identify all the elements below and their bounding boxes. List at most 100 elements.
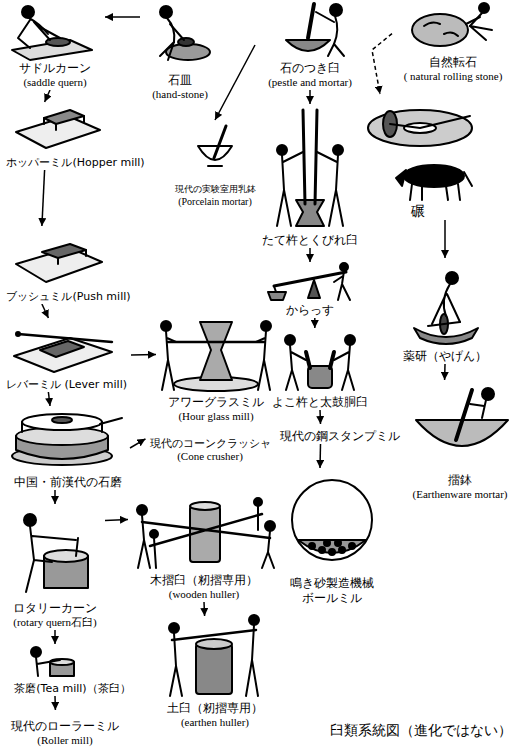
upright-pestle-figure-part xyxy=(296,200,324,226)
tea-mill-figure-part xyxy=(36,657,60,676)
flow-arrow xyxy=(130,439,146,448)
horizontal-pestle-figure-part xyxy=(286,345,306,390)
figure-node: 石のつき臼(pestle and mortar) xyxy=(255,0,365,90)
ball-mill-figure xyxy=(292,480,372,560)
saddle-quern-figure-part xyxy=(18,20,30,48)
flow-arrow xyxy=(309,90,311,104)
hand-stone-figure-part xyxy=(167,18,174,42)
japanese-caption: 土臼（籾摺専用） xyxy=(166,701,264,716)
edge-runner-mill-figure-part xyxy=(410,172,472,200)
treadle-pounder-figure xyxy=(268,263,350,300)
hand-stone-figure-part xyxy=(160,42,174,60)
figure-node: 土臼（籾摺専用）(earthen huller) xyxy=(150,616,280,730)
horizontal-pestle-figure-part xyxy=(330,352,334,368)
figure-node: 現代のコーンクラッシャ(Cone crusher) xyxy=(146,428,275,464)
edge-runner-mill-figure xyxy=(368,110,472,200)
figure-node: よこ杵と太鼓胴臼 xyxy=(268,328,372,410)
figure-node: 鳴き砂製造機械ボールミル xyxy=(282,468,382,606)
horizontal-pestle-figure-part xyxy=(308,366,332,388)
treadle-pounder-figure-part xyxy=(274,272,346,286)
stone-mill-figure-part xyxy=(22,414,102,430)
push-mill-figure-part xyxy=(42,244,86,258)
treadle-pounder-figure-part xyxy=(340,263,348,271)
yagen-figure xyxy=(414,272,478,344)
upright-pestle-figure-part xyxy=(303,110,317,204)
hourglass-mill-figure-part xyxy=(256,331,270,390)
flow-arrow xyxy=(309,248,311,262)
push-mill-figure-part xyxy=(58,250,86,264)
earthen-huller-figure-part xyxy=(172,630,256,640)
figure-node: たて杵とくびれ臼 xyxy=(258,104,362,248)
flow-arrow xyxy=(314,318,316,328)
japanese-caption: 木摺臼（籾摺専用） xyxy=(149,573,259,588)
earthen-huller-figure-part xyxy=(196,644,232,694)
flow-arrow xyxy=(105,16,140,18)
japanese-caption: 現代の鋼スタンプミル xyxy=(279,429,401,444)
flow-arrow xyxy=(131,354,156,356)
ball-mill-figure-part xyxy=(319,547,325,553)
english-caption: (Porcelain mortar) xyxy=(177,196,253,209)
figure-node: 現代の鋼スタンプミル xyxy=(275,424,405,444)
hand-stone-figure xyxy=(160,6,210,60)
pestle-mortar-figure xyxy=(286,4,344,56)
porcelain-mortar-figure-part xyxy=(214,126,226,158)
flow-arrow xyxy=(105,519,128,521)
flow-arrow xyxy=(48,392,50,406)
japanese-caption: 石のつき臼 xyxy=(279,61,341,76)
ball-mill-figure-part xyxy=(309,543,315,549)
figure-node: 石皿(hand-stone) xyxy=(140,2,220,102)
earthen-huller-figure-part xyxy=(170,633,182,696)
japanese-caption: 擂鉢 xyxy=(447,473,473,488)
figure-node: からっす xyxy=(262,262,358,318)
pestle-mortar-figure-part xyxy=(316,12,334,22)
figure-node: 薬研（やげん） xyxy=(395,258,495,364)
flow-arrow xyxy=(319,410,321,424)
english-caption: (pestle and mortar) xyxy=(267,76,353,90)
figure-node: 中国・前漢代の石磨 xyxy=(5,406,130,490)
flow-arrow xyxy=(203,602,205,616)
flow-arrow xyxy=(42,304,49,318)
hourglass-mill-figure-part xyxy=(200,322,232,380)
english-caption: ( natural rolling stone) xyxy=(403,70,504,84)
rolling-stone-figure-part xyxy=(412,14,468,46)
japanese-caption: 自然転石 xyxy=(428,55,478,70)
ball-mill-figure-part xyxy=(292,480,372,560)
lever-mill-figure-part xyxy=(40,341,84,357)
wooden-huller-figure-part xyxy=(254,498,262,506)
japanese-caption: からっす xyxy=(285,303,335,318)
upright-pestle-figure-part xyxy=(333,145,343,155)
saddle-quern-figure-part xyxy=(34,22,60,40)
earthenware-mortar-figure-part xyxy=(470,400,486,418)
wooden-huller-figure-part xyxy=(262,531,274,568)
figure-node: ロタリーカーン(rotary quern石臼) xyxy=(5,504,105,630)
english-caption: (Hour glass mill) xyxy=(177,410,254,424)
porcelain-mortar-figure-part xyxy=(208,165,222,167)
figure-node: 現代の実験室用乳鉢(Porcelain mortar) xyxy=(165,120,265,208)
earthenware-mortar-figure-part xyxy=(456,390,472,440)
lever-mill-figure-part xyxy=(14,338,112,372)
pestle-mortar-figure-part xyxy=(286,40,330,51)
japanese-caption: 茶磨(Tea mill)（茶臼） xyxy=(13,682,131,696)
flow-arrow xyxy=(444,220,446,258)
japanese-caption: ロタリーカーン xyxy=(12,601,98,616)
japanese-caption: 中国・前漢代の石磨 xyxy=(13,475,123,490)
english-caption: (Roller mill) xyxy=(36,734,93,748)
pestle-mortar-figure-part xyxy=(308,4,314,38)
edge-runner-mill-figure-part xyxy=(390,116,470,128)
pestle-mortar-figure-part xyxy=(334,16,337,44)
english-caption: (saddle quern) xyxy=(22,76,87,90)
upright-pestle-figure xyxy=(277,110,343,226)
japanese-caption: 碾 xyxy=(410,203,426,221)
japanese-caption: アワーグラスミル xyxy=(167,395,265,410)
japanese-caption: 現代のローラーミル xyxy=(10,719,120,734)
rolling-stone-figure-part xyxy=(470,26,492,40)
japanese-caption: レバーミル (Lever mill) xyxy=(5,378,128,392)
flow-arrow xyxy=(372,34,392,94)
figure-node: ブッシュミル(Push mill) xyxy=(2,226,135,304)
earthenware-mortar-figure xyxy=(416,388,508,446)
wooden-huller-figure-part xyxy=(138,515,150,568)
figure-node: レバーミル (Lever mill) xyxy=(2,318,131,392)
wooden-huller-figure-part xyxy=(150,530,158,538)
horizontal-pestle-figure-part xyxy=(334,345,354,390)
